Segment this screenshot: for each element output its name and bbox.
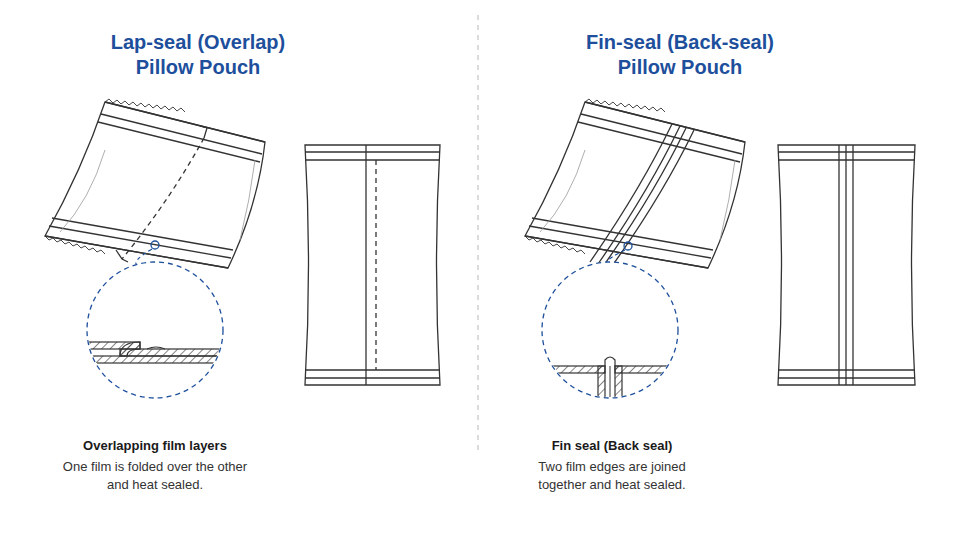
zoom-circle [87,262,223,398]
lap-seal-section [80,342,240,363]
divider-line [478,15,479,450]
fin-seal-section [535,357,685,440]
caption-heading: Fin seal (Back seal) [502,438,722,453]
caption-text: One film is folded over the other and he… [63,458,248,494]
panel-title: Fin-seal (Back-seal) Pillow Pouch [565,30,795,80]
caption-text: Two film edges are joined together and h… [520,458,705,494]
caption-heading: Overlapping film layers [45,438,265,453]
lap-pouch-flat [305,145,440,385]
panel-title: Lap-seal (Overlap) Pillow Pouch [93,30,303,80]
lap-pouch-3d [45,99,265,268]
fin-pouch-3d [525,99,745,268]
fin-pouch-flat [778,145,915,385]
